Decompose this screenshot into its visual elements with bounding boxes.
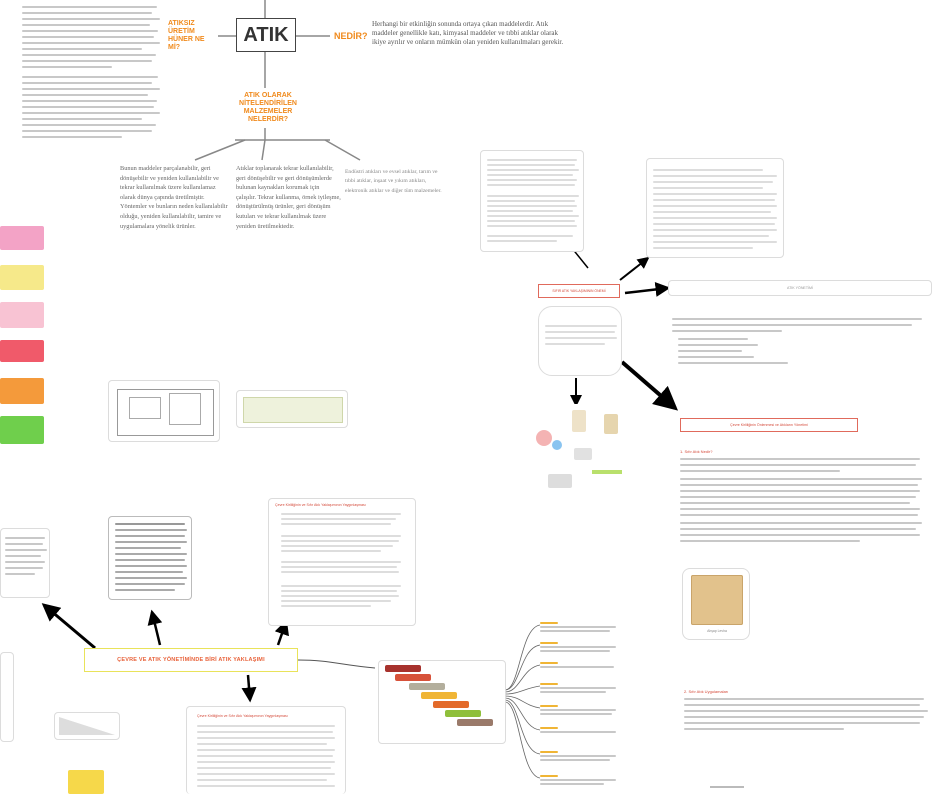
sticky-note-pink-2[interactable] [0, 302, 44, 328]
sticky-note-yellow[interactable] [0, 265, 44, 290]
sticky-note-green[interactable] [0, 416, 44, 444]
sticky-note-yellow-bottom[interactable] [68, 770, 104, 794]
upper-right-text-card-2[interactable] [646, 158, 784, 258]
staircase-bar-image[interactable] [378, 660, 506, 744]
bottom-right-thumbnail[interactable] [710, 786, 744, 796]
sticky-note-orange[interactable] [0, 378, 44, 404]
diagram-image-2[interactable] [236, 390, 348, 428]
right-bar-header[interactable]: ATIK YÖNETİMİ [668, 280, 932, 296]
column-1-text: Bunun maddeler parçalanabilir, geri dönü… [120, 165, 228, 230]
top-left-notes [22, 4, 162, 144]
materials-question: ATIK OLARAK NİTELENDİRİLEN MALZEMELER NE… [239, 92, 297, 123]
document-thumbnail[interactable] [108, 516, 192, 600]
section-1-body [680, 458, 932, 554]
left-text-card-2[interactable] [0, 652, 14, 742]
upper-right-text-card-1[interactable] [480, 150, 584, 252]
diagram-image-1[interactable] [108, 380, 220, 442]
sticky-note-red[interactable] [0, 340, 44, 362]
bottom-center-card-title: Çevre Kirliliğinin ve Sıfır Atık Yaklaşı… [197, 714, 288, 718]
center-red-notes-card[interactable]: Çevre Kirliliğinin ve Sıfır Atık Yaklaşı… [268, 498, 416, 626]
right-node-description[interactable] [538, 306, 622, 376]
left-question-tag: ATIKSIZ ÜRETİM HÜNER NE Mİ? [168, 20, 205, 51]
right-central-node[interactable]: SIFIR ATIK YAKLAŞIMININ ÖNEMİ [538, 284, 620, 298]
process-cycle-diagram[interactable] [532, 404, 628, 494]
nedir-label: NEDİR? [334, 31, 368, 41]
wood-board-photo[interactable]: Ahşap Levha [682, 568, 750, 640]
main-topic-label[interactable]: ÇEVRE VE ATIK YÖNETİMİNDE BİRİ ATIK YAKL… [84, 648, 298, 672]
definition-bullet: Herhangi bir etkinliğin sonunda ortaya ç… [372, 20, 564, 46]
bottom-center-card[interactable]: Çevre Kirliliğinin ve Sıfır Atık Yaklaşı… [186, 706, 346, 794]
section-2-title: 2. Sıfır Atık Uygulamaları [684, 689, 729, 694]
triangle-chart-image[interactable] [54, 712, 120, 740]
section-2-body [684, 698, 932, 738]
right-bar-header-label: ATIK YÖNETİMİ [786, 286, 814, 290]
center-red-notes-title: Çevre Kirliliğinin ve Sıfır Atık Yaklaşı… [275, 503, 366, 507]
right-red-header[interactable]: Çevre Kirliliğinin Önlenmesi ve Atıkları… [680, 418, 858, 432]
section-1-title: 1. Sıfır Atık Nedir? [680, 449, 713, 454]
left-text-card[interactable] [0, 528, 50, 598]
fan-text-list [540, 620, 620, 794]
sticky-note-pink[interactable] [0, 226, 44, 250]
column-3-text: Endüstri atıkları ve evsel atıklar, tarı… [345, 169, 442, 194]
wood-photo-caption: Ahşap Levha [707, 629, 727, 633]
column-2-text: Atıklar toplanarak tekrar kullanılabilir… [236, 165, 341, 230]
atik-title-box[interactable]: ATIK [236, 18, 296, 52]
right-list-block [672, 316, 932, 376]
